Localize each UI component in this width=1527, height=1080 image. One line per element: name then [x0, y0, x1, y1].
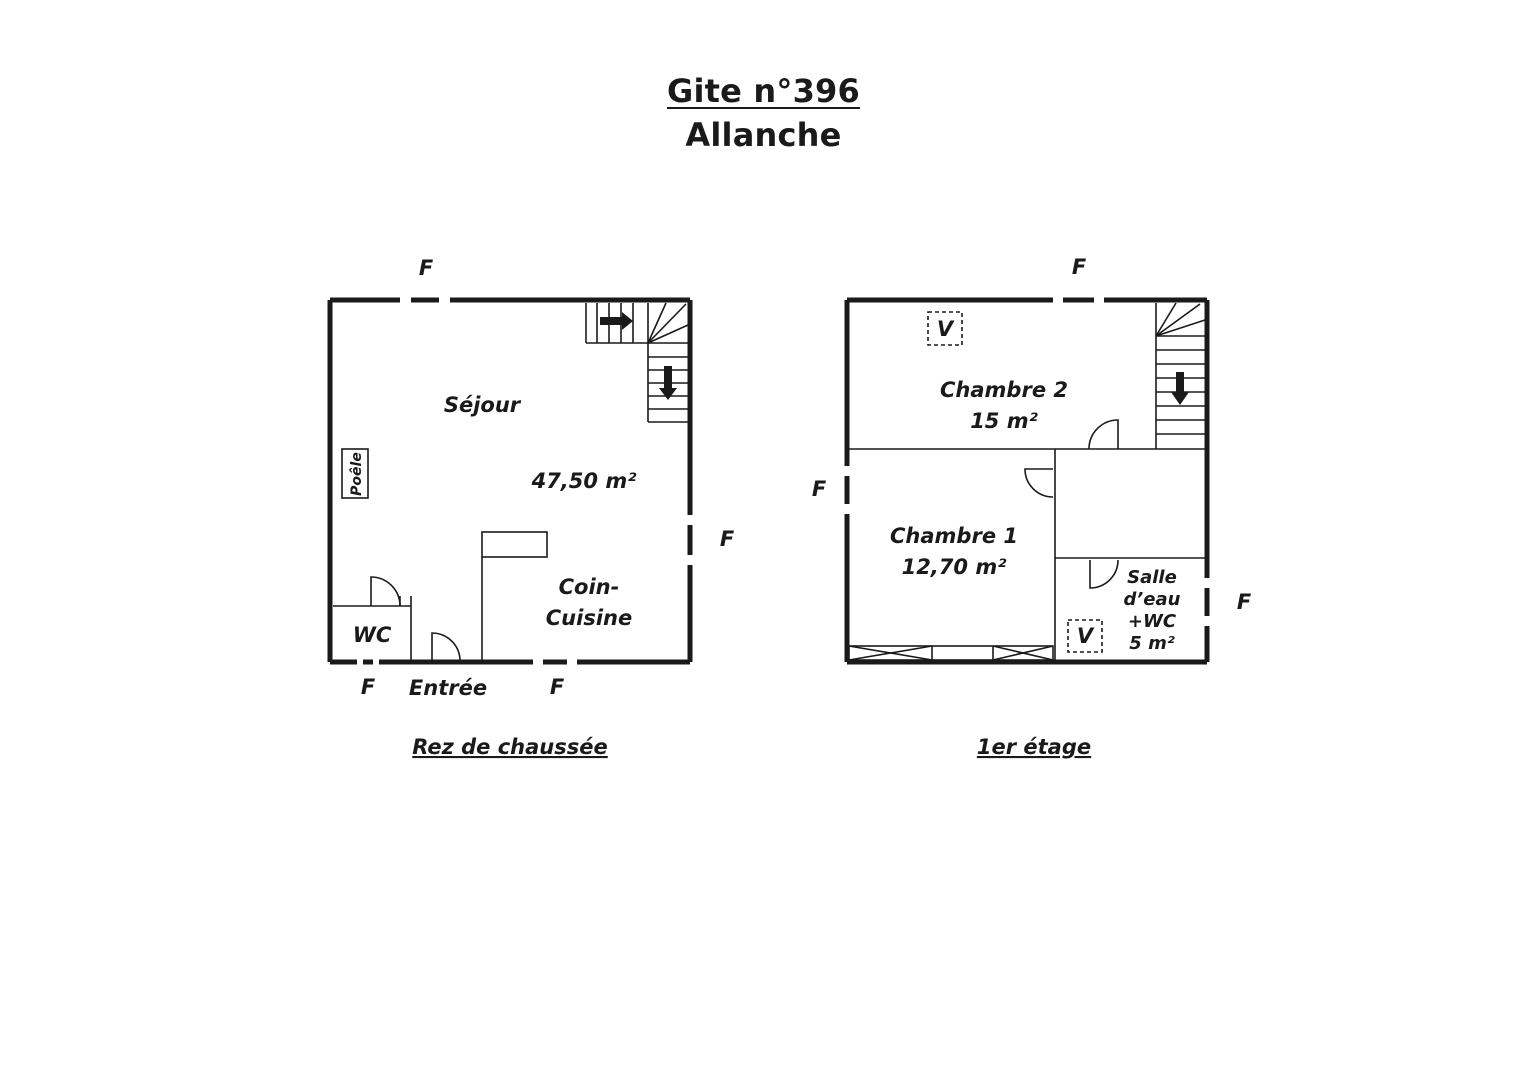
- window-label-right: F: [1237, 590, 1252, 614]
- stair-arrow-down-icon: [1171, 372, 1189, 405]
- first-floor-plan: F F F V V Chambre 2 15 m² Chambre 1 12,7…: [812, 255, 1252, 759]
- window-label-right: F: [720, 527, 735, 551]
- room-area-sejour: 47,50 m²: [531, 469, 638, 493]
- stair-arrow-right-icon: [600, 312, 633, 330]
- room-label-cuisine-line2: Cuisine: [546, 606, 632, 630]
- first-floor-windows: [844, 297, 1210, 616]
- ground-floor-windows: [363, 297, 693, 665]
- window-label-bottom-right: F: [550, 675, 565, 699]
- window-label-left: F: [812, 477, 827, 501]
- plan-title: Gite n°396: [667, 72, 860, 110]
- window-label-bottom-left: F: [361, 675, 376, 699]
- first-floor-caption: 1er étage: [977, 735, 1091, 759]
- room-label-cuisine-line1: Coin-: [559, 575, 620, 599]
- entrance-door[interactable]: [431, 632, 461, 661]
- room-area-chambre-2: 15 m²: [970, 409, 1038, 433]
- room-label-chambre-1: Chambre 1: [890, 524, 1018, 548]
- room-label-salle-eau-line2: d’eau: [1124, 589, 1181, 610]
- door-chambre-2[interactable]: [1088, 419, 1119, 450]
- room-label-entree: Entrée: [409, 676, 487, 700]
- room-label-chambre-2: Chambre 2: [940, 378, 1068, 402]
- first-floor-walls: [844, 297, 1210, 665]
- ventilation-label-bottom: V: [1077, 624, 1095, 648]
- wardrobe: [848, 645, 1054, 661]
- room-label-salle-eau-line1: Salle: [1127, 567, 1177, 588]
- window-label-top: F: [1072, 255, 1087, 279]
- ground-floor-plan: F F F F Séjour 47,50 m² Poêle WC Entrée …: [327, 256, 735, 759]
- plan-subtitle: Allanche: [685, 116, 842, 154]
- ventilation-label-top: V: [937, 317, 955, 341]
- wc-door: [370, 576, 401, 607]
- first-floor-staircase[interactable]: [1155, 302, 1206, 435]
- ventilation-top: [927, 311, 963, 346]
- ventilation-bottom: [1067, 619, 1103, 653]
- stair-arrow-down-icon: [659, 366, 677, 400]
- ground-floor-staircase[interactable]: [585, 302, 689, 423]
- first-floor-partitions: [849, 303, 1205, 660]
- room-label-wc: WC: [353, 623, 392, 647]
- room-label-salle-eau-line3: +WC: [1128, 611, 1177, 632]
- door-salle-eau[interactable]: [1089, 559, 1119, 589]
- ground-floor-caption: Rez de chaussée: [412, 735, 608, 759]
- door-chambre-1[interactable]: [1024, 468, 1054, 498]
- ground-floor-walls: [327, 297, 693, 665]
- stove: [341, 448, 369, 499]
- room-area-salle-eau: 5 m²: [1129, 633, 1175, 654]
- ground-floor-wc: [333, 576, 412, 660]
- stove-label: Poêle: [349, 452, 365, 496]
- kitchen-counter: [481, 531, 548, 660]
- room-area-chambre-1: 12,70 m²: [902, 555, 1008, 579]
- room-label-sejour: Séjour: [444, 393, 522, 417]
- window-label-top: F: [419, 256, 434, 280]
